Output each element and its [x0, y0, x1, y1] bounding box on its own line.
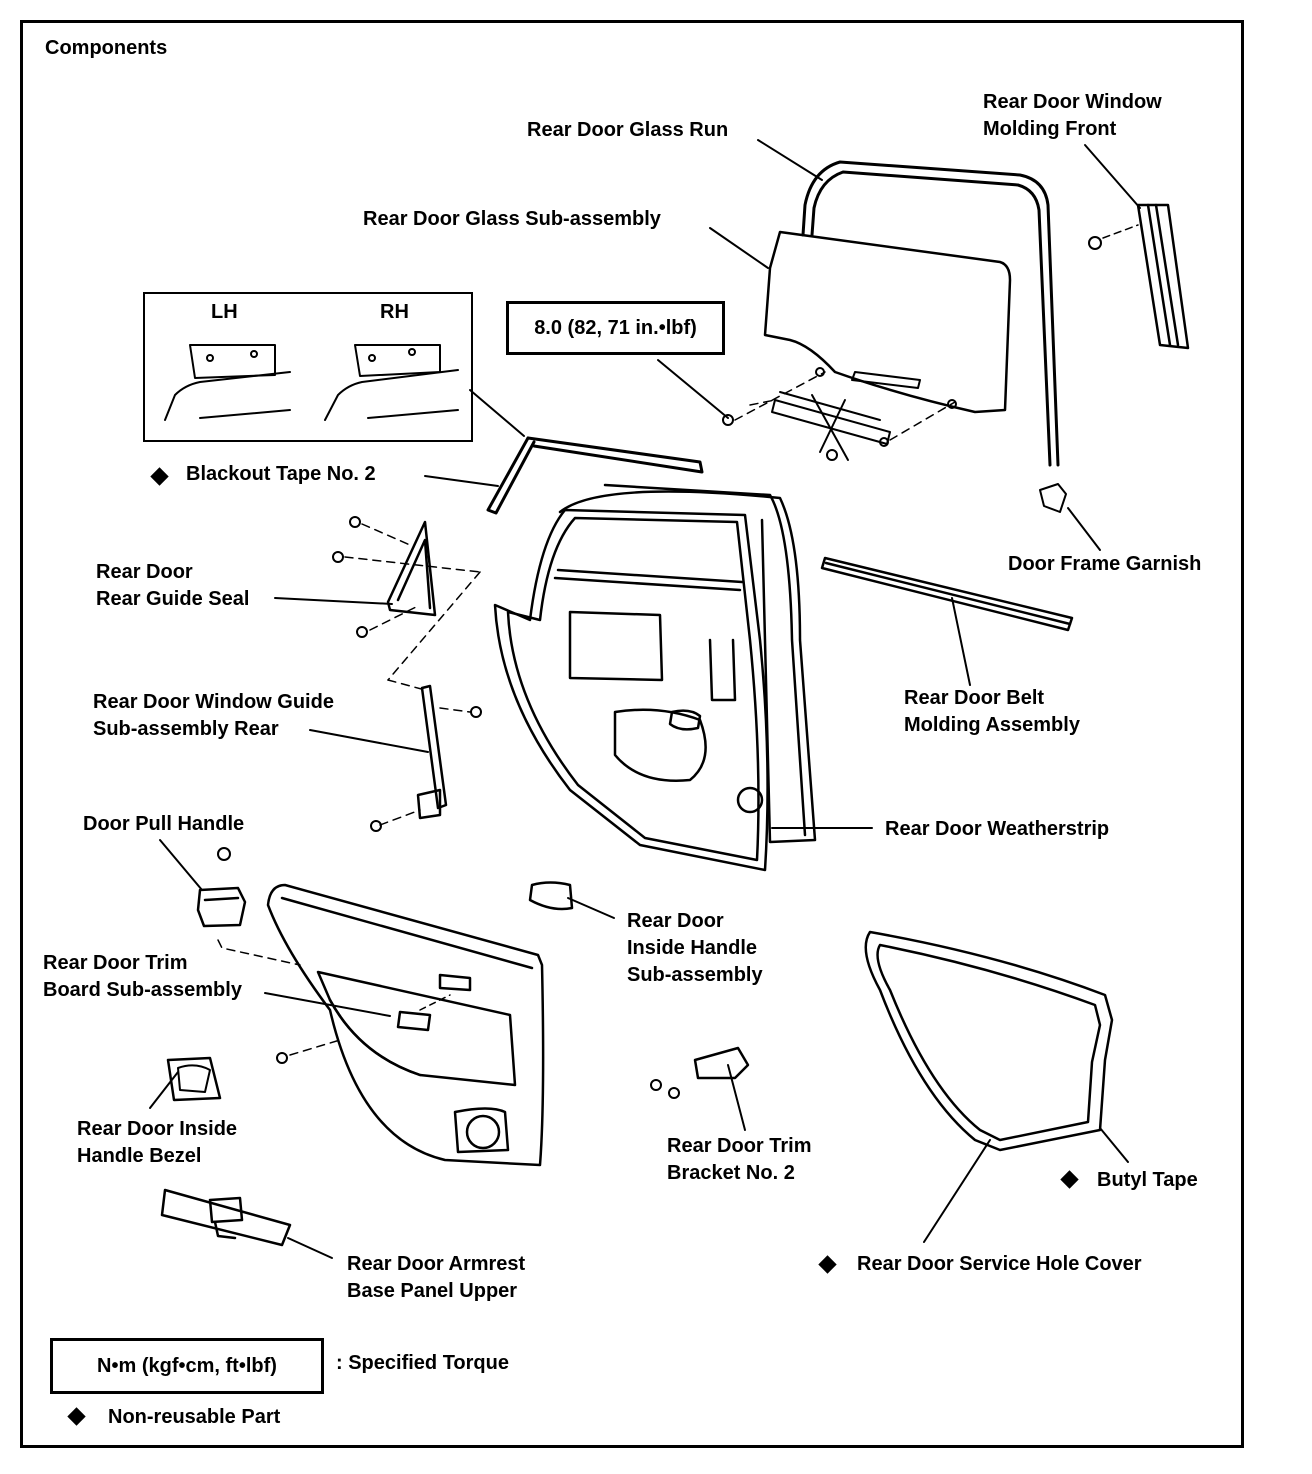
label-rear-guide-seal: Rear Door Rear Guide Seal: [96, 561, 250, 610]
diagram-title: Components: [45, 37, 168, 59]
label-butyl-tape: Butyl Tape: [1097, 1169, 1198, 1191]
label-window-guide-rear: Rear Door Window Guide Sub-assembly Rear: [93, 691, 334, 740]
window-guide-rear-part: [416, 684, 448, 820]
label-glass-subassembly: Rear Door Glass Sub-assembly: [363, 208, 661, 230]
label-service-hole-cover: Rear Door Service Hole Cover: [857, 1253, 1142, 1275]
diagram-frame: [20, 20, 1244, 1448]
label-inside-handle-bezel: Rear Door Inside Handle Bezel: [77, 1118, 238, 1167]
trim-board-part: [266, 883, 545, 1167]
legend-torque-text: : Specified Torque: [336, 1352, 509, 1374]
label-blackout-tape: Blackout Tape No. 2: [186, 463, 376, 485]
torque-spec-value: 8.0 (82, 71 in.•lbf): [534, 316, 697, 339]
inset-rh-label: RH: [380, 301, 409, 323]
label-weatherstrip: Rear Door Weatherstrip: [885, 818, 1110, 840]
label-trim-bracket: Rear Door Trim Bracket No. 2: [667, 1135, 812, 1184]
belt-molding-part: [820, 556, 1074, 632]
door-shell-part: [493, 483, 817, 872]
rear-guide-seal-part: [386, 520, 437, 617]
inside-handle-part: [528, 881, 574, 911]
legend-nonreusable-text: Non-reusable Part: [108, 1406, 281, 1428]
label-glass-run: Rear Door Glass Run: [527, 119, 729, 141]
label-armrest-panel: Rear Door Armrest Base Panel Upper: [347, 1253, 526, 1302]
torque-spec-box: 8.0 (82, 71 in.•lbf): [506, 301, 725, 355]
inset-lh-label: LH: [211, 301, 238, 323]
legend-torque-units: N•m (kgf•cm, ft•lbf): [97, 1354, 277, 1377]
inside-handle-bezel-part: [166, 1056, 222, 1102]
door-glass-part: [763, 230, 1012, 414]
label-trim-board: Rear Door Trim Board Sub-assembly: [43, 952, 242, 1001]
inset-detail: [164, 344, 459, 421]
door-pull-handle-part: [196, 886, 247, 928]
door-frame-garnish-part: [1039, 483, 1067, 513]
service-hole-cover-part: [864, 930, 1114, 1152]
legend-torque-box: N•m (kgf•cm, ft•lbf): [50, 1338, 324, 1394]
label-door-frame-garnish: Door Frame Garnish: [1008, 553, 1202, 575]
window-molding-front-part: [1136, 203, 1190, 350]
lh-rh-inset: [143, 292, 473, 442]
leader-lines: [149, 139, 1141, 1259]
trim-bracket-part: [693, 1046, 750, 1080]
label-door-pull-handle: Door Pull Handle: [83, 813, 245, 835]
glass-run-part: [801, 160, 1060, 467]
label-window-molding-front: Rear Door Window Molding Front: [983, 91, 1162, 140]
label-belt-molding: Rear Door Belt Molding Assembly: [904, 687, 1080, 736]
armrest-panel-part: [160, 1188, 292, 1247]
window-regulator-part: [771, 391, 891, 461]
label-inside-handle: Rear Door Inside Handle Sub-assembly: [627, 910, 763, 986]
blackout-tape-part: [486, 436, 704, 515]
